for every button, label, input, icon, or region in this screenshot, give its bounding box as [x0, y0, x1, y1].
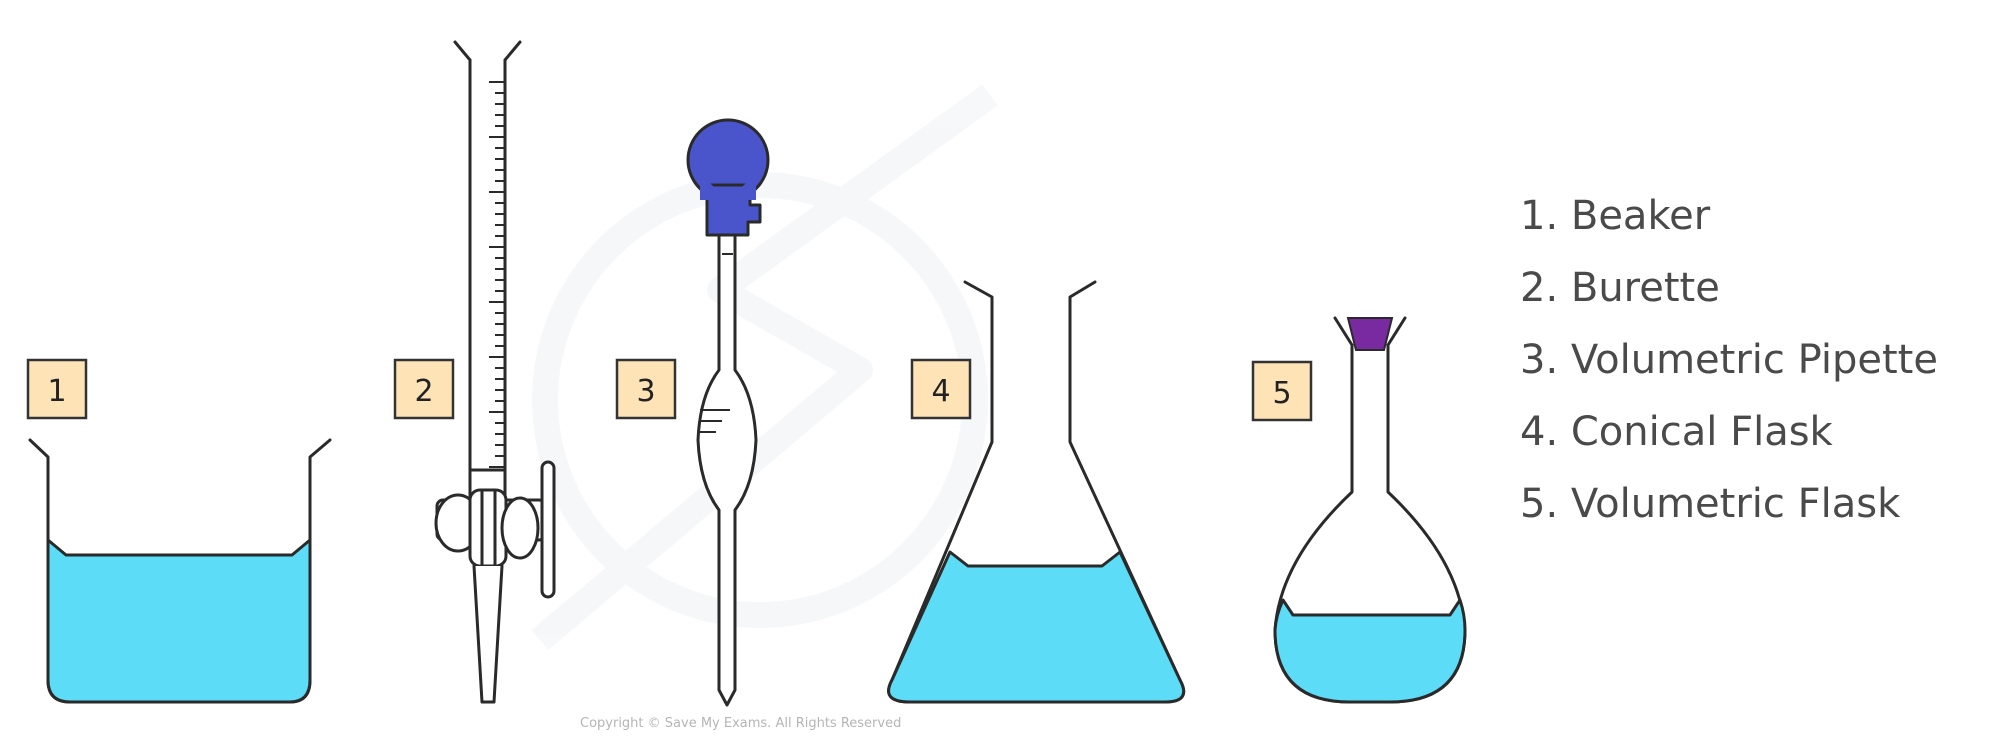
volumetric-flask-icon [1273, 316, 1467, 704]
beaker-liquid [46, 538, 312, 704]
label-tag-1: 1 [26, 358, 88, 420]
label-tag-2: 2 [393, 358, 455, 420]
svg-text:3: 3 [636, 374, 655, 409]
legend-item-conical-flask: 4. Conical Flask [1520, 409, 1833, 455]
legend-item-volumetric-flask: 5. Volumetric Flask [1520, 481, 1901, 527]
legend-item-volumetric-pipette: 3. Volumetric Pipette [1520, 337, 1938, 383]
burette-graduations [489, 81, 505, 468]
label-tag-3: 3 [615, 358, 677, 420]
pipette-bulb [686, 118, 770, 237]
volumetric-flask-liquid [1273, 598, 1467, 704]
conical-flask-liquid [887, 550, 1186, 704]
copyright-notice: Copyright © Save My Exams. All Rights Re… [580, 716, 902, 731]
svg-text:1: 1 [47, 374, 66, 409]
label-tag-5: 5 [1251, 360, 1313, 422]
label-tag-4: 4 [910, 358, 972, 420]
svg-text:2: 2 [414, 374, 433, 409]
stopper [1346, 317, 1394, 351]
legend-list: 1. Beaker 2. Burette 3. Volumetric Pipet… [1520, 190, 1938, 550]
svg-text:4: 4 [931, 374, 950, 409]
svg-text:5: 5 [1272, 376, 1291, 411]
legend-item-burette: 2. Burette [1520, 265, 1720, 311]
legend-item-beaker: 1. Beaker [1520, 193, 1711, 239]
burette-icon [434, 40, 556, 704]
beaker-icon [28, 438, 332, 704]
conical-flask-icon [887, 280, 1186, 704]
volumetric-pipette-icon [686, 118, 770, 707]
